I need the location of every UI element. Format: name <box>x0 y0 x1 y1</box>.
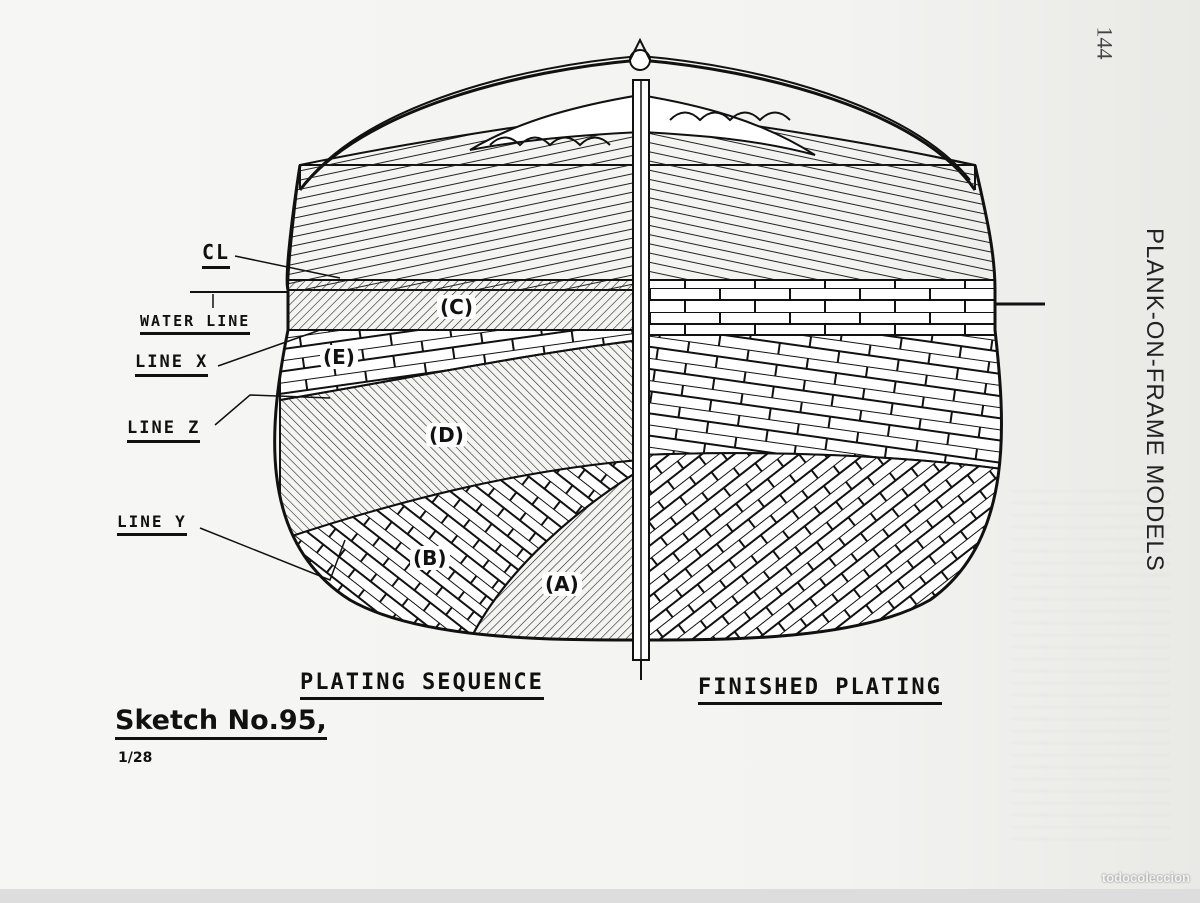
water-line-label: WATER LINE <box>140 312 251 335</box>
region-b-label: (B) <box>410 546 450 570</box>
region-e-label: (E) <box>320 345 358 369</box>
plating-sequence-caption: PLATING SEQUENCE <box>300 670 544 700</box>
region-a-label: (A) <box>542 572 582 596</box>
region-d-label: (D) <box>426 423 467 447</box>
line-x-label: LINE X <box>135 352 209 377</box>
watermark: todocoleccion <box>1101 870 1190 885</box>
sketch-scale: 1/28 <box>118 750 153 766</box>
page-bottom-edge <box>0 889 1200 903</box>
line-z-label: LINE Z <box>127 418 201 443</box>
finished-plating-caption: FINISHED PLATING <box>698 675 942 705</box>
cl-label: CL <box>202 240 231 269</box>
bleed-through-text <box>1010 480 1170 840</box>
region-c-label: (C) <box>437 295 476 319</box>
sketch-title: Sketch No.95, <box>115 705 327 740</box>
line-y-label: LINE Y <box>117 512 187 536</box>
